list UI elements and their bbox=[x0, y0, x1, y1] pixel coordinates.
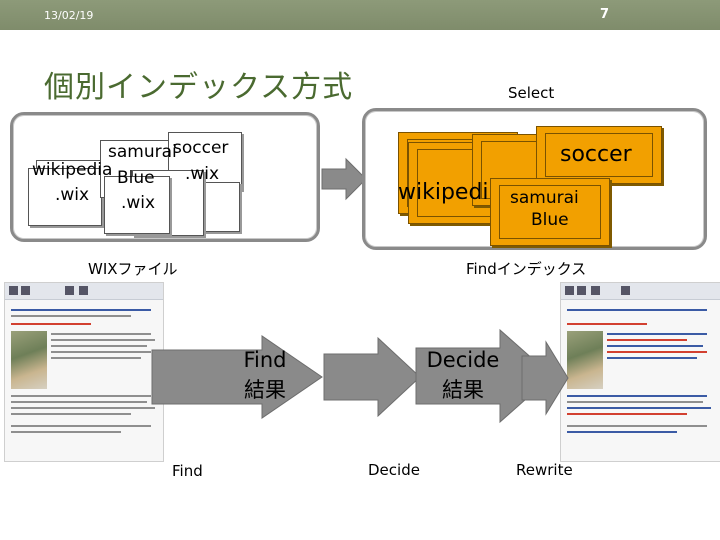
index-word-samurai: samurai bbox=[510, 188, 579, 208]
wix-file-page bbox=[104, 176, 170, 234]
decide-result-line2: 結果 bbox=[442, 378, 484, 402]
index-word-wikipedia: wikipedi bbox=[398, 180, 489, 205]
word-wix: .wix bbox=[121, 193, 156, 213]
index-page bbox=[536, 126, 662, 184]
webpage-screenshot-original bbox=[4, 282, 164, 462]
wix-file-caption: WIXファイル bbox=[88, 260, 178, 278]
word-wix: .wix bbox=[55, 185, 90, 205]
slide-title: 個別インデックス方式 bbox=[44, 70, 354, 105]
index-word-soccer: soccer bbox=[560, 142, 632, 167]
rewrite-step-label: Rewrite bbox=[516, 461, 573, 479]
wix-file-page bbox=[28, 168, 102, 226]
find-result-label: Find 結果 bbox=[232, 345, 298, 405]
find-index-caption: Findインデックス bbox=[466, 260, 587, 278]
word-wikipedia: wikipedia bbox=[32, 160, 113, 180]
step-arrow-icon bbox=[521, 340, 569, 416]
find-result-line1: Find bbox=[243, 348, 287, 372]
slide-number: 7 bbox=[600, 7, 610, 22]
word-soccer: soccer bbox=[173, 138, 229, 158]
decide-step-label: Decide bbox=[368, 461, 420, 479]
header-bar bbox=[0, 0, 720, 30]
word-samurai: samurai bbox=[108, 142, 177, 162]
index-word-blue: Blue bbox=[531, 210, 569, 230]
find-result-arrow-icon bbox=[151, 335, 323, 419]
step-arrow-icon bbox=[323, 336, 421, 418]
webpage-screenshot-rewritten bbox=[560, 282, 720, 462]
index-page bbox=[490, 178, 610, 246]
find-step-label: Find bbox=[172, 462, 203, 480]
word-wix: .wix bbox=[185, 164, 220, 184]
select-label: Select bbox=[508, 84, 555, 102]
decide-result-label: Decide 結果 bbox=[420, 345, 506, 405]
right-arrow-icon bbox=[321, 157, 367, 201]
word-blue: Blue bbox=[117, 168, 155, 188]
decide-result-line1: Decide bbox=[426, 348, 500, 372]
slide-date: 13/02/19 bbox=[44, 9, 94, 22]
find-result-line2: 結果 bbox=[244, 378, 286, 402]
